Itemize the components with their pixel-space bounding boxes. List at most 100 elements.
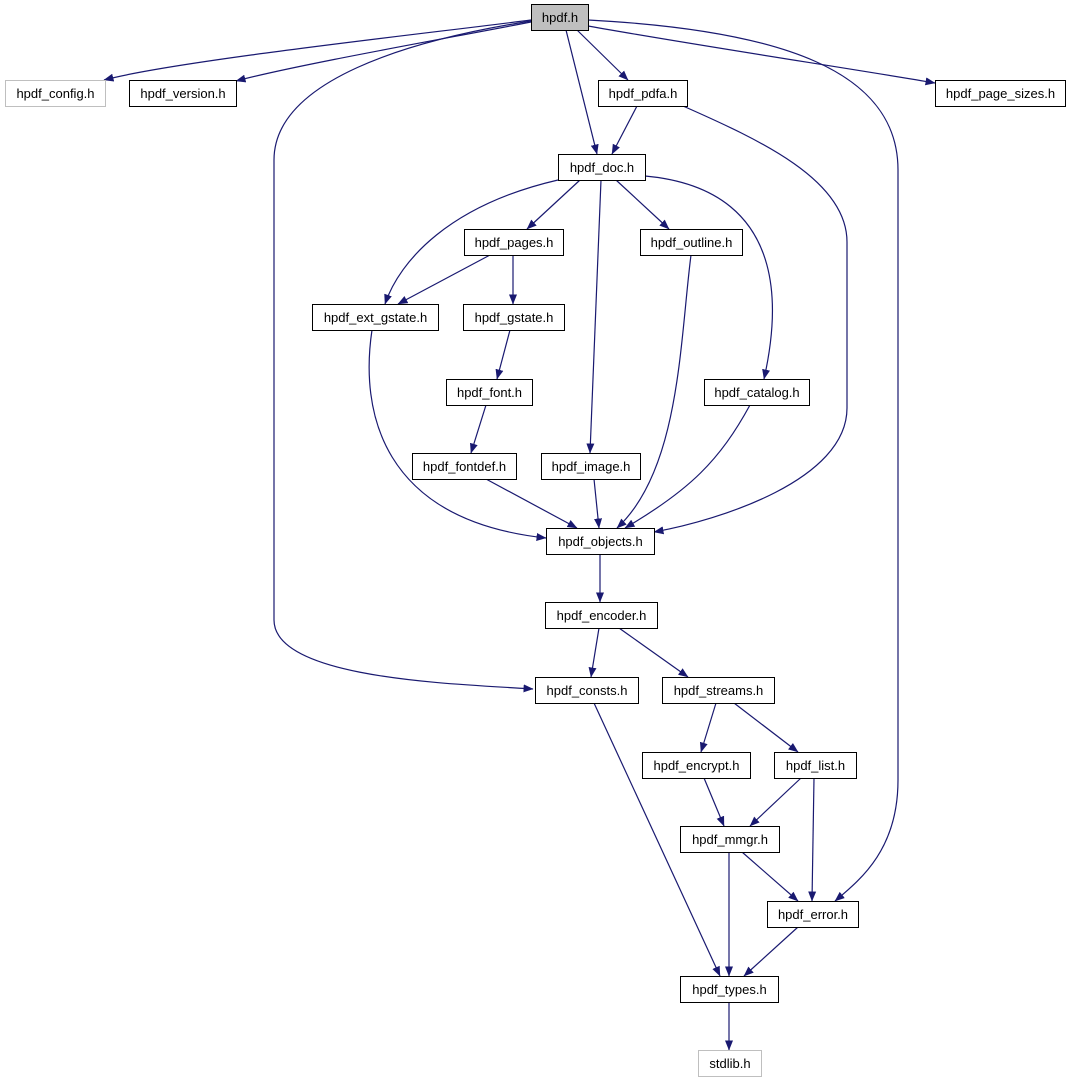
edge-error-to-types <box>743 926 799 977</box>
node-label: hpdf_types.h <box>692 982 766 997</box>
node-label: hpdf_encrypt.h <box>653 758 739 773</box>
node-label: hpdf_encoder.h <box>557 608 647 623</box>
node-box <box>680 826 780 853</box>
edge-gstate-to-font <box>495 329 511 380</box>
edge-doc-to-image <box>586 179 602 454</box>
node-label: hpdf_config.h <box>16 86 94 101</box>
edge-streams-to-encrypt <box>699 702 717 753</box>
node-label: hpdf_streams.h <box>674 683 764 698</box>
node-list[interactable]: hpdf_list.h <box>774 752 857 779</box>
edge-doc-to-pages <box>526 179 581 230</box>
node-box <box>767 901 859 928</box>
edge-catalog-to-objects <box>624 404 751 529</box>
edge-doc-to-ext_gstate <box>384 179 559 305</box>
edge-encoder-to-consts <box>588 627 600 678</box>
nodes-layer: hpdf.h hpdf_config.h hpdf_version.h hpdf_pd… <box>5 4 1066 1077</box>
node-font[interactable]: hpdf_font.h <box>446 379 533 406</box>
node-label: hpdf_list.h <box>786 758 845 773</box>
node-consts[interactable]: hpdf_consts.h <box>535 677 639 704</box>
node-box <box>446 379 533 406</box>
node-box <box>129 80 237 107</box>
node-catalog[interactable]: hpdf_catalog.h <box>704 379 810 406</box>
node-label: hpdf_version.h <box>140 86 225 101</box>
node-box <box>698 1050 762 1077</box>
node-hpdf[interactable]: hpdf.h <box>531 4 589 31</box>
edge-list-to-error <box>808 777 817 902</box>
node-outline[interactable]: hpdf_outline.h <box>640 229 743 256</box>
edge-mmgr-to-error <box>741 851 799 902</box>
edge-hpdf-to-pdfa <box>576 29 629 81</box>
node-box <box>935 80 1066 107</box>
node-box <box>463 304 565 331</box>
node-box <box>774 752 857 779</box>
node-box <box>598 80 688 107</box>
node-box <box>545 602 658 629</box>
node-encoder[interactable]: hpdf_encoder.h <box>545 602 658 629</box>
node-box <box>5 80 106 107</box>
node-doc[interactable]: hpdf_doc.h <box>558 154 646 181</box>
node-image[interactable]: hpdf_image.h <box>541 453 641 480</box>
node-stdlib: stdlib.h <box>698 1050 762 1077</box>
node-label: hpdf_objects.h <box>558 534 643 549</box>
node-fontdef[interactable]: hpdf_fontdef.h <box>412 453 517 480</box>
node-label: hpdf.h <box>542 10 578 25</box>
edge-streams-to-list <box>733 702 799 753</box>
node-box <box>662 677 775 704</box>
edge-doc-to-outline <box>615 179 670 230</box>
node-box <box>541 453 641 480</box>
node-box <box>558 154 646 181</box>
node-encrypt[interactable]: hpdf_encrypt.h <box>642 752 751 779</box>
edge-doc-to-catalog <box>644 175 774 380</box>
node-mmgr[interactable]: hpdf_mmgr.h <box>680 826 780 853</box>
edge-hpdf-to-page_sizes <box>587 25 936 86</box>
edge-hpdf-to-doc <box>565 29 599 155</box>
edges-layer <box>103 19 936 1051</box>
edge-ext_gstate-to-objects <box>368 329 547 541</box>
node-types[interactable]: hpdf_types.h <box>680 976 779 1003</box>
node-label: hpdf_page_sizes.h <box>946 86 1055 101</box>
node-label: hpdf_gstate.h <box>475 310 554 325</box>
edge-hpdf-to-version <box>235 21 532 83</box>
node-box <box>531 4 589 31</box>
node-label: hpdf_consts.h <box>547 683 628 698</box>
node-label: hpdf_font.h <box>457 385 522 400</box>
edge-encrypt-to-mmgr <box>703 777 725 827</box>
node-box <box>642 752 751 779</box>
edge-hpdf-to-consts <box>273 20 534 693</box>
node-objects[interactable]: hpdf_objects.h <box>546 528 655 555</box>
node-pdfa[interactable]: hpdf_pdfa.h <box>598 80 688 107</box>
node-gstate[interactable]: hpdf_gstate.h <box>463 304 565 331</box>
node-config: hpdf_config.h <box>5 80 106 107</box>
node-error[interactable]: hpdf_error.h <box>767 901 859 928</box>
node-label: hpdf_error.h <box>778 907 848 922</box>
node-box <box>412 453 517 480</box>
node-ext-gstate[interactable]: hpdf_ext_gstate.h <box>312 304 439 331</box>
node-box <box>704 379 810 406</box>
node-label: hpdf_ext_gstate.h <box>324 310 427 325</box>
edge-list-to-mmgr <box>749 777 802 827</box>
node-label: stdlib.h <box>709 1056 750 1071</box>
edge-consts-to-types <box>593 702 721 977</box>
node-label: hpdf_mmgr.h <box>692 832 768 847</box>
edge-image-to-objects <box>593 478 603 529</box>
edge-pdfa-to-objects <box>653 105 848 535</box>
edge-pdfa-to-doc <box>611 105 638 155</box>
node-box <box>640 229 743 256</box>
node-label: hpdf_outline.h <box>651 235 733 250</box>
node-version[interactable]: hpdf_version.h <box>129 80 237 107</box>
node-streams[interactable]: hpdf_streams.h <box>662 677 775 704</box>
node-pages[interactable]: hpdf_pages.h <box>464 229 564 256</box>
edge-hpdf-to-config <box>103 19 532 82</box>
node-label: hpdf_pages.h <box>475 235 554 250</box>
node-box <box>535 677 639 704</box>
edge-outline-to-objects <box>616 254 692 529</box>
edge-font-to-fontdef <box>470 404 487 454</box>
node-label: hpdf_catalog.h <box>714 385 799 400</box>
node-box <box>680 976 779 1003</box>
edge-pages-to-ext_gstate <box>397 254 491 305</box>
node-page-sizes[interactable]: hpdf_page_sizes.h <box>935 80 1066 107</box>
node-label: hpdf_image.h <box>552 459 631 474</box>
node-box <box>546 528 655 555</box>
